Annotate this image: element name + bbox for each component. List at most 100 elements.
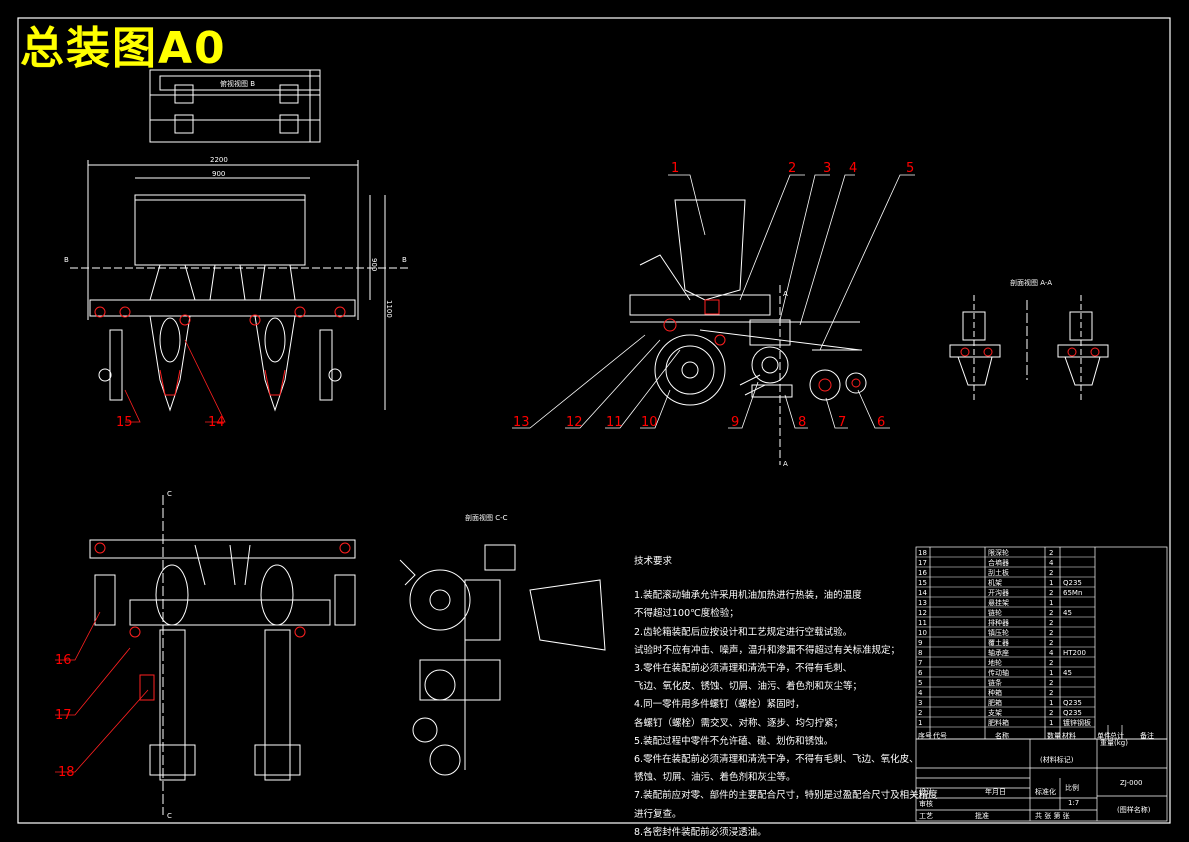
tech-note: 6.零件在装配前必须清理和清洗干净，不得有毛刺、飞边、氧化皮、 (634, 754, 919, 766)
bom-cell-name: 轴承座 (988, 648, 1009, 657)
bom-header-cell: 总计 (1110, 731, 1124, 740)
bom-cell-no: 8 (918, 649, 922, 657)
drawing-frame (17, 17, 1171, 824)
bom-header-cell: 代号 (933, 731, 947, 740)
bom-cell-mat: 45 (1063, 669, 1072, 677)
sheet-info: 共 张 第 张 (1035, 811, 1070, 820)
bom-cell-no: 4 (918, 689, 923, 697)
tech-note: 4.同一零件用多件螺钉（螺栓）紧固时， (634, 699, 805, 711)
bom-header-cell: 数量 (1047, 731, 1061, 740)
bom-cell-name: 覆土器 (988, 638, 1009, 647)
mark-c-bottom: C (167, 812, 172, 820)
callout-3: 3 (823, 161, 831, 176)
bom-cell-mat: Q235 (1063, 699, 1082, 707)
callout-16: 16 (55, 653, 72, 668)
callout-15: 15 (116, 415, 133, 430)
bom-cell-mat: Q235 (1063, 579, 1082, 587)
technical-requirements: 技术要求 1.装配滚动轴承允许采用机油加热进行热装，油的温度 不得超过100℃度… (634, 553, 938, 842)
bom-cell-no: 16 (918, 569, 927, 577)
dim-inner: 900 (212, 170, 225, 178)
front-view-red-details (94, 306, 346, 396)
tech-note: 1.装配滚动轴承允许采用机油加热进行热装，油的温度 (634, 590, 862, 602)
mark-a-bottom: A (783, 460, 788, 468)
tech-note: 飞边、氧化皮、锈蚀、切屑、油污、着色剂和灰尘等； (634, 681, 863, 693)
material-mark: (材料标记) (1040, 755, 1074, 764)
bom-cell-qty: 4 (1049, 559, 1054, 567)
dim-overall: 2200 (210, 156, 228, 164)
bom-cell-name: 肥箱 (988, 698, 1002, 707)
callout-4: 4 (849, 161, 857, 176)
top-view (149, 69, 321, 143)
bom-cell-no: 1 (918, 719, 922, 727)
bom-cell-name: 合墒器 (988, 558, 1009, 567)
callout-18: 18 (58, 765, 75, 780)
bom-cell-no: 2 (918, 709, 922, 717)
dim-h2: 1100 (385, 300, 393, 318)
drawing-title: 总装图A0 (20, 23, 227, 74)
weight-label: 重量(kg) (1100, 739, 1128, 747)
scale-value: 1:7 (1068, 799, 1079, 807)
section-cc (399, 544, 606, 776)
bom-cell-no: 13 (918, 599, 927, 607)
bom-cell-no: 11 (918, 619, 927, 627)
bom-cell-qty: 2 (1049, 569, 1053, 577)
bom-cell-name: 传动轴 (988, 668, 1009, 677)
bom-cell-name: 悬挂架 (988, 598, 1009, 607)
top-view-caption: 俯视视图 B (220, 79, 255, 88)
bom-cell-qty: 2 (1049, 549, 1053, 557)
bom-cell-name: 链轮 (988, 608, 1002, 617)
bom-header-cell: 单件 (1097, 731, 1111, 740)
date-label: 年月日 (985, 787, 1006, 796)
bom-cell-name: 支架 (988, 708, 1002, 717)
bom-cell-qty: 2 (1049, 709, 1053, 717)
bom-cell-name: 机架 (988, 578, 1002, 587)
bom-cell-name: 开沟器 (988, 588, 1009, 597)
bom-cell-qty: 4 (1049, 649, 1054, 657)
tech-note: 各螺钉（螺栓）需交叉、对称、逐步、均匀拧紧； (634, 717, 844, 729)
bom-header-cell: 备注 (1140, 731, 1154, 740)
bom-cell-no: 17 (918, 559, 927, 567)
plan-callout-leaders (55, 339, 226, 773)
bom-cell-qty: 1 (1049, 669, 1053, 677)
standard-label: 标准化 (1035, 787, 1056, 796)
mark-a-top: A (783, 290, 788, 298)
bom-cell-name: 链条 (988, 678, 1002, 687)
bom-header-cell: 序号 (918, 731, 932, 740)
bom-header-cell: 名称 (995, 731, 1009, 740)
bom-cell-qty: 1 (1049, 699, 1053, 707)
side-view-red-details (663, 299, 861, 392)
bom-cell-mat: 45 (1063, 609, 1072, 617)
bom-cell-no: 7 (918, 659, 922, 667)
tech-note: 5.装配过程中零件不允许磕、碰、划伤和锈蚀。 (634, 735, 834, 747)
bom-cell-no: 12 (918, 609, 927, 617)
mark-b-left: B (64, 256, 69, 264)
bom-cell-qty: 1 (1049, 579, 1053, 587)
approve-label: 批准 (975, 811, 989, 820)
bom-cell-mat: Q235 (1063, 709, 1082, 717)
callout-9: 9 (731, 415, 739, 430)
dim-h1: 900 (370, 258, 378, 271)
bom-cell-no: 10 (918, 629, 927, 637)
bom-cell-no: 14 (918, 589, 927, 597)
bom-cell-no: 18 (918, 549, 927, 557)
tech-note: 2.齿轮箱装配后应按设计和工艺规定进行空载试验。 (634, 626, 853, 638)
bom-cell-qty: 2 (1049, 589, 1053, 597)
callout-8: 8 (798, 415, 806, 430)
callout-6: 6 (877, 415, 885, 430)
bom-cell-qty: 2 (1049, 629, 1053, 637)
callout-10: 10 (641, 415, 658, 430)
bom-cell-name: 镇压轮 (988, 628, 1009, 637)
mark-b-right: B (402, 256, 407, 264)
bom-cell-mat: 镀锌钢板 (1063, 718, 1091, 727)
bom-cell-name: 肥料箱 (988, 718, 1009, 727)
bom-cell-name: 限深轮 (988, 548, 1009, 557)
bom-cell-qty: 2 (1049, 689, 1053, 697)
section-aa (949, 295, 1109, 400)
title-block-text: (材料标记) ZJ-000 (图样名称) 比例 1:7 共 张 第 张 设计 审… (919, 739, 1151, 820)
tech-note: 锈蚀、切屑、油污、着色剂和灰尘等。 (634, 772, 796, 784)
bom-cell-qty: 2 (1049, 659, 1053, 667)
plan-view-red (94, 542, 351, 701)
callout-14: 14 (208, 415, 225, 430)
design-label: 设计 (919, 787, 933, 796)
